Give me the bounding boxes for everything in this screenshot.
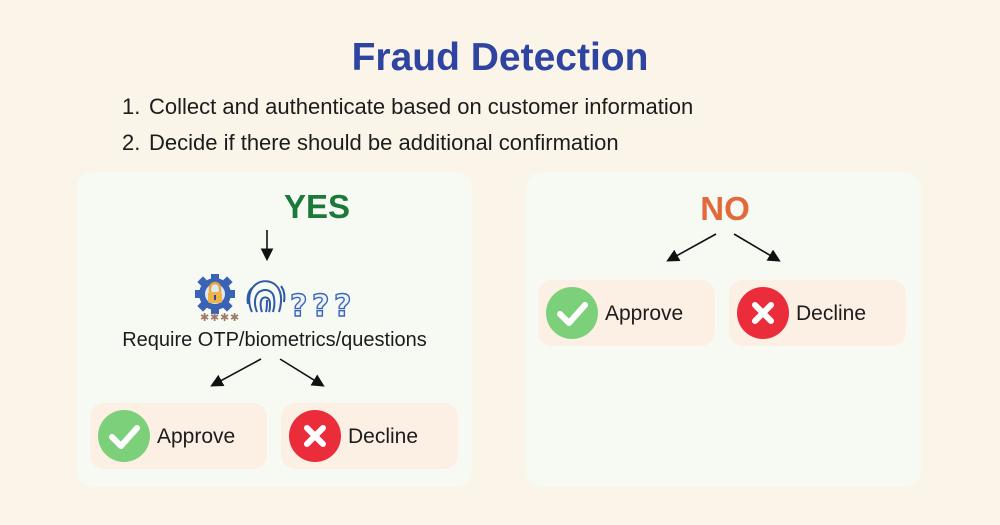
arrow-right: [733, 233, 781, 262]
cross-icon: [737, 287, 789, 339]
svg-text:?: ?: [312, 289, 329, 322]
decline-label: Decline: [796, 302, 867, 325]
step-number: 1.: [122, 94, 141, 119]
steps-list: 1. Collect and authenticate based on cust…: [122, 93, 693, 165]
yes-arrows: [210, 230, 325, 387]
svg-text:✱: ✱: [200, 311, 209, 322]
fingerprint-icon: [246, 280, 286, 313]
approve-option: Approve: [90, 403, 267, 469]
arrow-left: [210, 358, 262, 387]
gear-lock-icon: [195, 274, 235, 314]
yes-panel: YES: [77, 172, 472, 487]
decline-option: Decline: [281, 403, 458, 469]
no-arrows: [666, 233, 781, 262]
svg-text:?: ?: [290, 289, 307, 322]
checkmark-icon: [98, 410, 150, 462]
no-heading: NO: [700, 190, 750, 227]
password-asterisks-icon: ✱✱✱✱: [200, 311, 239, 322]
step-text: Decide if there should be additional con…: [149, 130, 619, 155]
decline-option: Decline: [729, 280, 906, 346]
svg-text:?: ?: [334, 289, 351, 322]
approve-option: Approve: [538, 280, 715, 346]
step-item: 2. Decide if there should be additional c…: [122, 129, 693, 165]
arrow-right: [279, 358, 325, 387]
approve-label: Approve: [605, 302, 684, 325]
yes-heading: YES: [283, 188, 351, 225]
svg-text:✱: ✱: [220, 311, 229, 322]
requirement-text: Require OTP/biometrics/questions: [122, 329, 427, 351]
no-panel: NO Approve Decline: [526, 172, 921, 487]
security-icons: ✱✱✱✱ ? ? ?: [195, 274, 352, 322]
step-item: 1. Collect and authenticate based on cust…: [122, 93, 693, 129]
decline-label: Decline: [348, 425, 419, 448]
question-marks-icon: ? ? ?: [289, 288, 352, 322]
svg-text:✱: ✱: [230, 311, 239, 322]
svg-text:✱: ✱: [210, 311, 219, 322]
step-number: 2.: [122, 130, 141, 155]
page-title: Fraud Detection: [351, 36, 649, 79]
cross-icon: [289, 410, 341, 462]
arrow-left: [666, 233, 717, 262]
checkmark-icon: [546, 287, 598, 339]
approve-label: Approve: [157, 425, 236, 448]
step-text: Collect and authenticate based on custom…: [149, 94, 694, 119]
